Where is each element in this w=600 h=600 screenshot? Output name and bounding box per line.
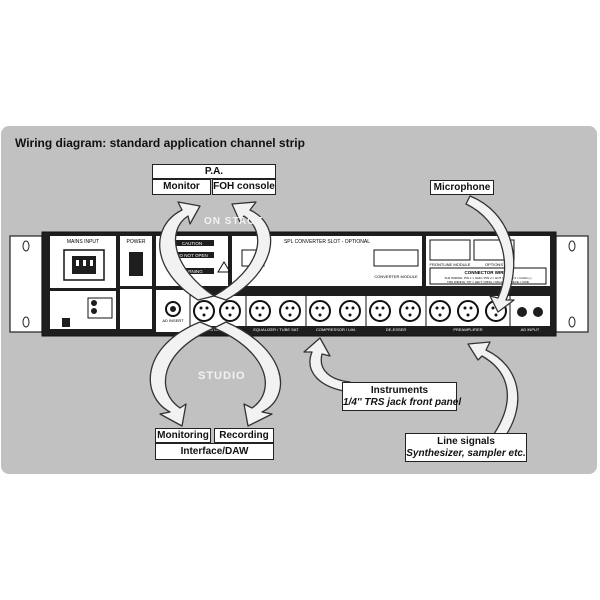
arrow-from-line-signals [467,341,519,439]
pa-title-box: P.A. [152,164,276,179]
xlr-connectors [193,300,507,322]
monitoring-box: Monitoring [155,428,211,443]
recording-label: Recording [219,430,269,441]
ad-jack-right [533,307,543,317]
line-signals-box: Line signals Synthesizer, sampler etc. [405,433,527,462]
left-rack-ear [9,235,43,333]
diagram-title: Wiring diagram: standard application cha… [15,136,305,150]
instruments-title: Instruments [370,385,429,396]
ad-jack-left [517,307,527,317]
svg-text:AD INSERT: AD INSERT [162,318,184,323]
power-switch [129,252,143,276]
microphone-label: Microphone [433,182,491,193]
warning-header [170,268,214,274]
connector-header-bar [190,290,550,296]
studio-arrows [149,321,282,427]
iec-socket [63,249,105,281]
instruments-box: Instruments 1/4'' TRS jack front panel [342,382,462,411]
power-info-section [120,289,152,329]
svg-text:CONVERTER MODULE: CONVERTER MODULE [374,274,418,279]
recording-box: Recording [214,428,274,443]
svg-text:TRS WIRING: TIP = LEFT / RING: TRS WIRING: TIP = LEFT / RING = RIGHT / … [447,280,530,284]
svg-text:DO NOT OPEN: DO NOT OPEN [176,253,207,258]
foh-console-box: FOH console [212,179,276,195]
right-rack-ear [555,235,589,333]
svg-text:DE-ESSER: DE-ESSER [386,327,407,332]
xlr-pins [199,306,501,317]
svg-text:FRONTLINE MODULE: FRONTLINE MODULE [430,262,471,267]
rack-screw-hole [568,240,576,252]
mains-input-label: MAINS INPUT [67,239,99,245]
gnd-screw [91,300,97,306]
svg-text:WARNING: WARNING [181,269,203,274]
monitor-label: Monitor [163,181,200,192]
studio-label: STUDIO [198,370,246,382]
rack-screw-hole [568,316,576,328]
arrow-to-foh [213,201,272,301]
monitoring-label: Monitoring [157,430,209,441]
arrow-from-instruments [303,337,351,393]
svg-text:OPTIONS: OPTIONS [485,262,503,267]
voltage-selector [62,318,70,327]
rack-screw-hole [22,240,30,252]
arrow-to-recording [213,321,282,427]
foh-console-label: FOH console [213,181,275,192]
arrow-from-microphone [465,195,515,313]
do-not-open-header [170,252,214,258]
connector-footer-bar [190,326,550,332]
caution-header [170,240,214,246]
svg-text:CONNECTOR WIRING: CONNECTOR WIRING [465,270,512,275]
connector-wiring-box [429,267,547,285]
svg-text:AD INPUT: AD INPUT [521,327,540,332]
gnd-lift-section [87,297,113,319]
svg-text:EQUALIZER / TUBE SAT: EQUALIZER / TUBE SAT [253,327,299,332]
on-stage-arrows [159,201,272,301]
warning-triangle-icon [217,261,231,273]
rack-screw-hole [22,316,30,328]
svg-text:XLR WIRING: PIN 1 = GND / PIN: XLR WIRING: PIN 1 = GND / PIN 2 = HOT (+… [445,276,532,280]
gnd-lift-screw [91,308,97,314]
svg-text:COMPRESSOR / LIM.: COMPRESSOR / LIM. [316,327,356,332]
power-label: POWER [127,239,146,245]
svg-text:PREAMPLIFIER: PREAMPLIFIER [453,327,482,332]
arrow-to-monitor [159,201,215,301]
interface-daw-label: Interface/DAW [180,446,249,457]
microphone-box: Microphone [430,180,494,195]
svg-text:CAUTION: CAUTION [182,241,202,246]
on-stage-label: ON STAGE [204,216,264,227]
monitor-box: Monitor [152,179,211,195]
arrow-to-monitoring [149,321,215,427]
rack-device: MAINS INPUT POWER CAUTION DO NOT OPEN WA… [9,231,589,337]
line-signals-title: Line signals [437,436,495,447]
converter-module-plate [373,249,419,267]
frontline-module-slot [429,239,471,261]
interface-daw-box: Interface/DAW [155,443,274,460]
converter-slot-label: SPL CONVERTER SLOT - OPTIONAL [284,239,370,245]
instruments-subtitle: 1/4'' TRS jack front panel [343,397,462,408]
line-signals-subtitle: Synthesizer, sampler etc. [406,448,526,459]
pa-title: P.A. [204,166,224,177]
